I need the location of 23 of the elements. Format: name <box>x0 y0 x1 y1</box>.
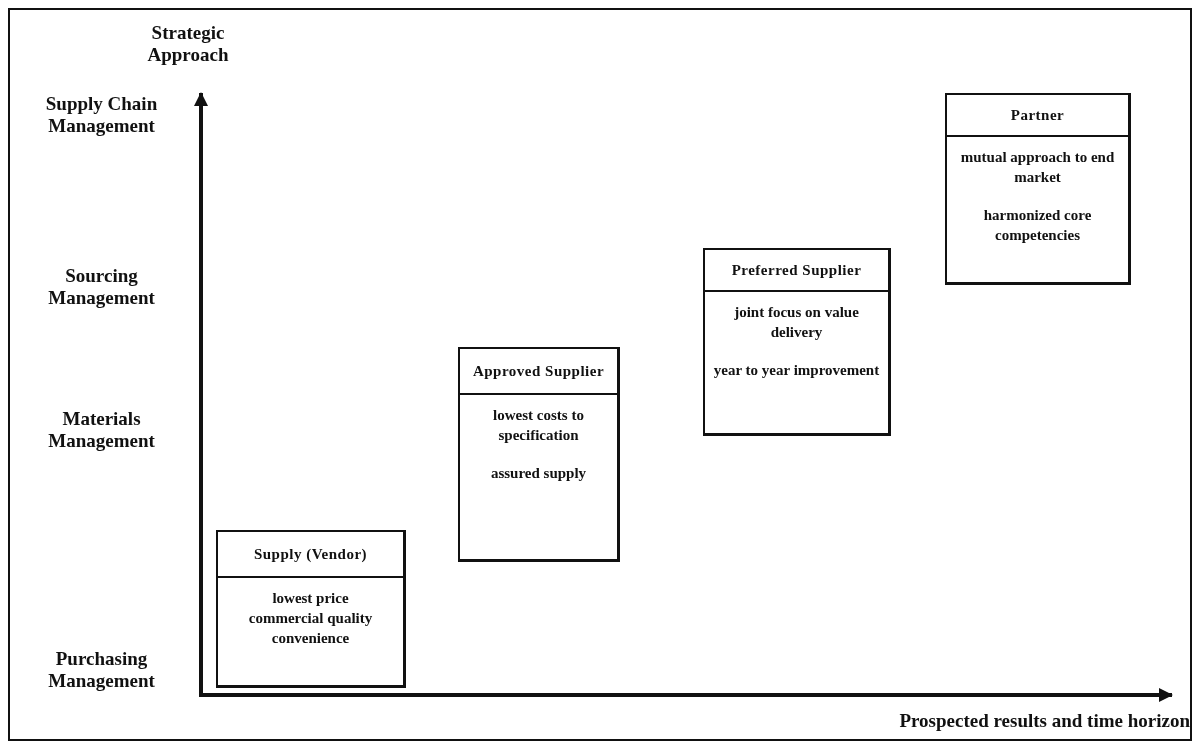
box-text: year to year improvement <box>712 361 881 380</box>
box-heading: Supply (Vendor) <box>218 532 403 578</box>
box-text: commercial quality <box>247 609 374 628</box>
box-text: lowest costs to specification <box>492 406 585 445</box>
box-text: lowest price <box>271 589 350 608</box>
box-text: harmonized core competencies <box>982 206 1093 245</box>
axis-title: Prospected results and time horizon <box>898 710 1190 732</box>
box-text: joint focus on value delivery <box>733 303 860 342</box>
box-text: assured supply <box>489 464 588 483</box>
axis-title: Strategic Approach <box>146 22 230 66</box>
box-text: convenience <box>270 629 351 648</box>
axis-level-label: Materials Management <box>47 408 156 452</box>
axis-level-label: Sourcing Management <box>47 265 156 309</box>
stage-box <box>216 530 406 688</box>
box-heading: Partner <box>947 95 1128 137</box>
box-text: mutual approach to end market <box>959 148 1116 187</box>
stage-box <box>945 93 1131 285</box>
axis-level-label: Supply Chain Management <box>44 93 159 137</box>
stage-box <box>703 248 891 436</box>
box-heading: Preferred Supplier <box>705 250 888 292</box>
axis-level-label: Purchasing Management <box>47 648 156 692</box>
stage-box <box>458 347 620 562</box>
box-heading: Approved Supplier <box>460 349 617 395</box>
